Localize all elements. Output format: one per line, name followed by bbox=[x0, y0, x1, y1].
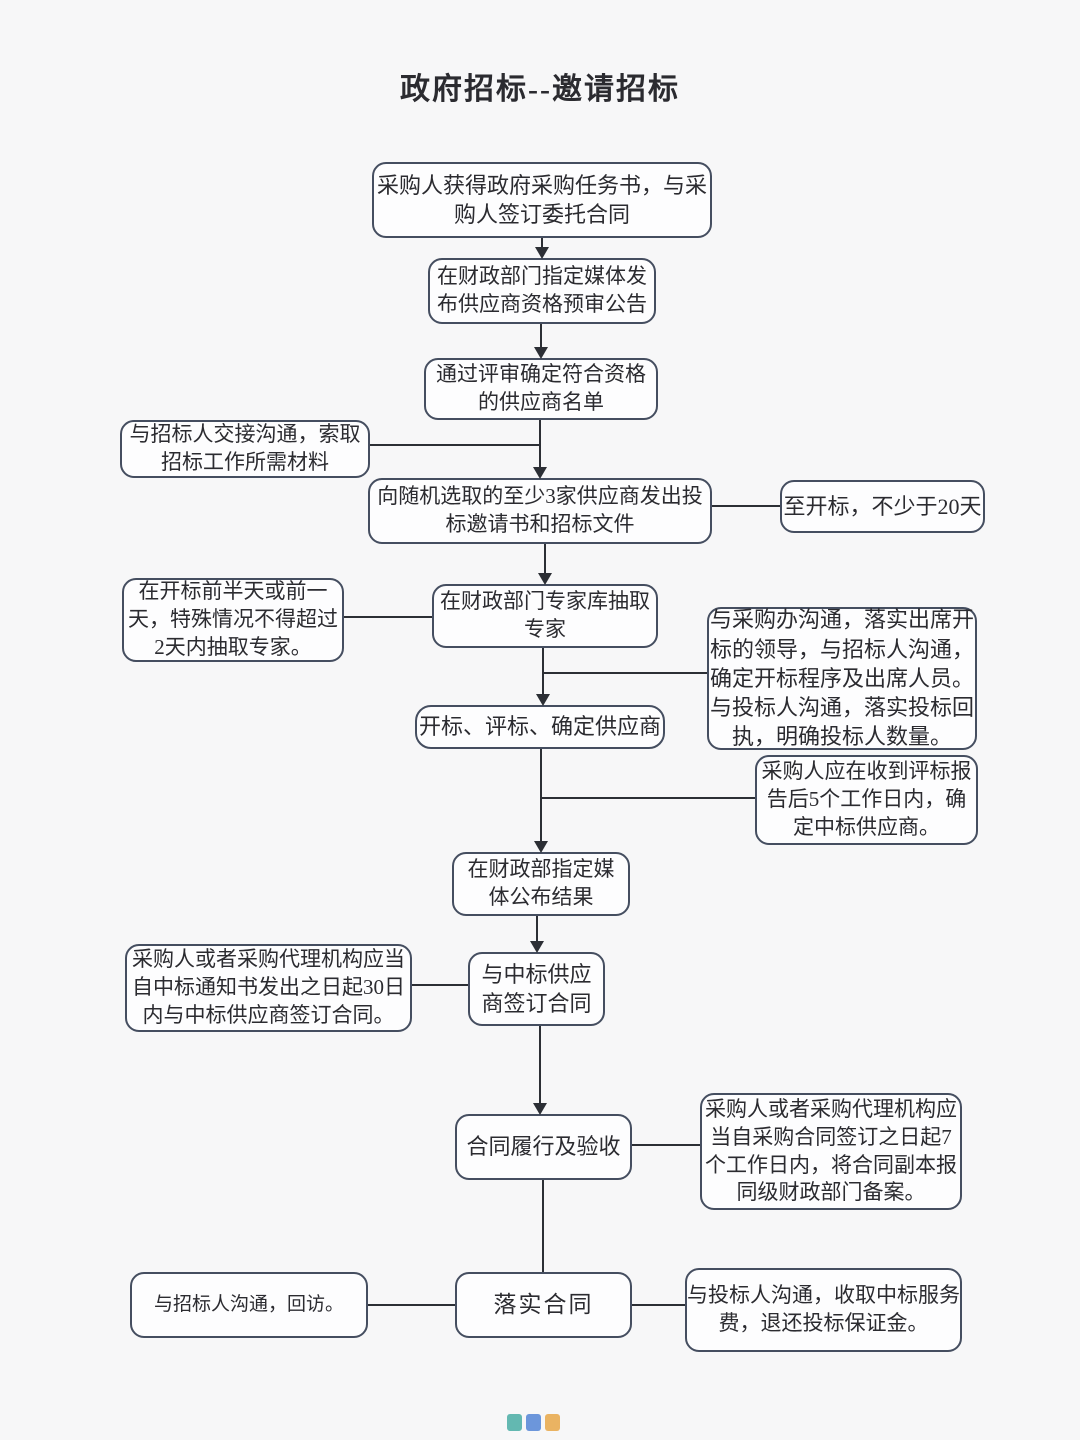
node-qualified-supplier-list-label: 通过评审确定符合资格 的供应商名单 bbox=[436, 362, 646, 414]
connector-contract-to-acceptance bbox=[539, 1026, 541, 1103]
node-open-evaluate-determine-label: 开标、评标、确定供应商 bbox=[418, 714, 661, 740]
note-expert-drawing-timing: 在开标前半天或前一 天，特殊情况不得超过 2天内抽取专家。 bbox=[122, 578, 344, 662]
note-liaise-tenderer-materials-label: 与招标人交接沟通，索取 招标工作所需材料 bbox=[129, 422, 361, 474]
branch-expert-timing bbox=[344, 616, 432, 618]
branch-file-7-days bbox=[632, 1144, 700, 1146]
node-contract-performance-acceptance: 合同履行及验收 bbox=[455, 1114, 632, 1180]
node-send-invitation-documents-label: 向随机选取的至少3家供应商发出投 标邀请书和招标文件 bbox=[377, 484, 703, 536]
node-send-invitation-documents: 向随机选取的至少3家供应商发出投 标邀请书和招标文件 bbox=[368, 478, 712, 544]
node-obtain-procurement-task-label: 采购人获得政府采购任务书，与采 购人签订委托合同 bbox=[376, 172, 707, 227]
connector-acceptance-to-implementation bbox=[542, 1180, 544, 1272]
branch-follow-up bbox=[368, 1304, 455, 1306]
branch-sign-30-days bbox=[412, 984, 468, 986]
node-implement-contract: 落实合同 bbox=[455, 1272, 632, 1338]
note-communication-arrangements: 与采购办沟通，落实出席开 标的领导，与招标人沟通， 确定开标程序及出席人员。 与… bbox=[707, 607, 977, 750]
node-qualified-supplier-list: 通过评审确定符合资格 的供应商名单 bbox=[424, 358, 658, 420]
watermark-logo bbox=[507, 1414, 560, 1431]
node-sign-contract-with-winner-label: 与中标供应 商签订合同 bbox=[481, 961, 592, 1016]
arrow-down-icon bbox=[534, 347, 548, 359]
branch-liaise-materials bbox=[370, 444, 541, 446]
connector-invitations-to-experts bbox=[544, 544, 546, 573]
branch-fees-deposit bbox=[632, 1304, 685, 1306]
connector-experts-to-opening bbox=[542, 648, 544, 694]
note-file-contract-7-days-label: 采购人或者采购代理机构应 当自采购合同签订之日起7 个工作日内，将合同副本报 同… bbox=[705, 1096, 957, 1205]
node-sign-contract-with-winner: 与中标供应 商签订合同 bbox=[468, 952, 605, 1026]
note-min-20-days-label: 至开标，不少于20天 bbox=[783, 493, 982, 519]
arrow-down-icon bbox=[535, 247, 549, 259]
note-collect-fees-refund-deposit-label: 与投标人沟通，收取中标服务 费，退还投标保证金。 bbox=[687, 1283, 960, 1335]
branch-winner-5-days bbox=[540, 797, 755, 799]
watermark-glyph bbox=[507, 1414, 522, 1431]
arrow-down-icon bbox=[536, 694, 550, 706]
note-file-contract-7-days: 采购人或者采购代理机构应 当自采购合同签订之日起7 个工作日内，将合同副本报 同… bbox=[700, 1093, 962, 1210]
connector-task-to-notice bbox=[541, 238, 543, 247]
node-contract-performance-acceptance-label: 合同履行及验收 bbox=[466, 1134, 621, 1160]
page-title: 政府招标--邀请招标 bbox=[400, 73, 680, 106]
watermark-glyph bbox=[526, 1414, 541, 1431]
branch-communication-arrangements bbox=[542, 672, 707, 674]
note-min-20-days: 至开标，不少于20天 bbox=[780, 480, 985, 533]
branch-min-20-days bbox=[712, 505, 780, 507]
connector-results-to-contract bbox=[536, 916, 538, 941]
connector-opening-to-results bbox=[540, 749, 542, 841]
note-determine-winner-5-days: 采购人应在收到评标报 告后5个工作日内，确 定中标供应商。 bbox=[755, 755, 978, 845]
node-draw-experts: 在财政部门专家库抽取 专家 bbox=[432, 584, 658, 648]
note-liaise-tenderer-materials: 与招标人交接沟通，索取 招标工作所需材料 bbox=[120, 420, 370, 478]
node-open-evaluate-determine: 开标、评标、确定供应商 bbox=[415, 705, 665, 749]
watermark-glyph bbox=[545, 1414, 560, 1431]
note-sign-within-30-days-label: 采购人或者采购代理机构应当 自中标通知书发出之日起30日 内与中标供应商签订合同… bbox=[132, 947, 405, 1027]
note-determine-winner-5-days-label: 采购人应在收到评标报 告后5个工作日内，确 定中标供应商。 bbox=[761, 759, 972, 839]
node-publish-results: 在财政部指定媒 体公布结果 bbox=[452, 852, 630, 916]
arrow-down-icon bbox=[538, 573, 552, 585]
note-communication-arrangements-label: 与采购办沟通，落实出席开 标的领导，与招标人沟通， 确定开标程序及出席人员。 与… bbox=[709, 607, 974, 750]
note-tenderer-follow-up-label: 与招标人沟通，回访。 bbox=[153, 1294, 344, 1316]
note-tenderer-follow-up: 与招标人沟通，回访。 bbox=[130, 1272, 368, 1338]
note-collect-fees-refund-deposit: 与投标人沟通，收取中标服务 费，退还投标保证金。 bbox=[685, 1268, 962, 1352]
node-publish-prequalification-notice-label: 在财政部门指定媒体发 布供应商资格预审公告 bbox=[437, 264, 647, 316]
connector-list-to-invitations bbox=[539, 420, 541, 467]
arrow-down-icon bbox=[533, 467, 547, 479]
note-expert-drawing-timing-label: 在开标前半天或前一 天，特殊情况不得超过 2天内抽取专家。 bbox=[128, 579, 338, 659]
arrow-down-icon bbox=[534, 841, 548, 853]
node-draw-experts-label: 在财政部门专家库抽取 专家 bbox=[440, 589, 650, 641]
arrow-down-icon bbox=[530, 941, 544, 953]
node-obtain-procurement-task: 采购人获得政府采购任务书，与采 购人签订委托合同 bbox=[372, 162, 712, 238]
note-sign-within-30-days: 采购人或者采购代理机构应当 自中标通知书发出之日起30日 内与中标供应商签订合同… bbox=[125, 944, 412, 1032]
connector-notice-to-list bbox=[540, 324, 542, 347]
node-implement-contract-label: 落实合同 bbox=[493, 1291, 594, 1317]
arrow-down-icon bbox=[533, 1103, 547, 1115]
node-publish-results-label: 在财政部指定媒 体公布结果 bbox=[467, 857, 615, 909]
node-publish-prequalification-notice: 在财政部门指定媒体发 布供应商资格预审公告 bbox=[428, 258, 656, 324]
